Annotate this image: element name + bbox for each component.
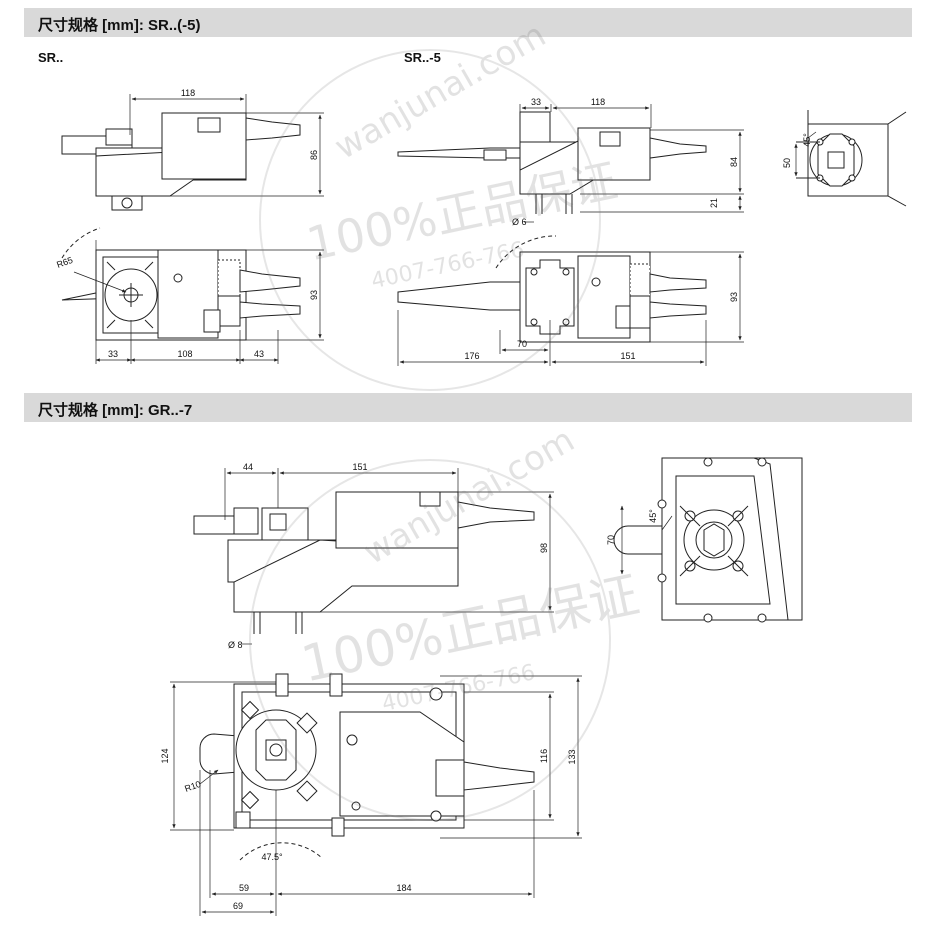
sr5-side-view bbox=[397, 111, 707, 214]
section-title-sr: 尺寸规格 [mm]: SR..(-5) bbox=[38, 17, 201, 34]
sr5-clamp-view bbox=[796, 110, 907, 207]
section-header-gr: 尺寸规格 [mm]: GR..-7 bbox=[24, 393, 912, 422]
gr-side-view bbox=[193, 491, 535, 634]
section-header-sr: 尺寸规格 [mm]: SR..(-5) bbox=[24, 8, 912, 37]
watermark-text-3: wanjunai.com bbox=[328, 15, 553, 168]
sr5-bottom-depth: 93 bbox=[729, 292, 739, 302]
sr-top-view bbox=[61, 227, 301, 341]
sr-top-width: 118 bbox=[181, 88, 195, 98]
gr-side-dims bbox=[224, 468, 554, 645]
section-title-gr: 尺寸规格 [mm]: GR..-7 bbox=[38, 402, 193, 419]
sr5-top-width: 118 bbox=[591, 97, 605, 107]
sr5-top-dims bbox=[397, 251, 744, 366]
sr5-shaft-height: 21 bbox=[709, 198, 719, 208]
sr5-top-left: 33 bbox=[531, 97, 541, 107]
gr-bottom-right: 184 bbox=[396, 883, 411, 893]
sr-side-dims bbox=[129, 94, 324, 197]
sr-height: 86 bbox=[309, 150, 319, 160]
sr-top-dims bbox=[73, 240, 324, 364]
sr5-height: 84 bbox=[729, 157, 739, 167]
gr-angle: 47.5° bbox=[261, 852, 283, 862]
gr-top-left: 44 bbox=[243, 462, 253, 472]
sr-bottom-depth: 93 bbox=[309, 290, 319, 300]
gr-bottom-left-inner: 59 bbox=[239, 883, 249, 893]
gr-top-view bbox=[199, 673, 535, 861]
sr5-left-length: 176 bbox=[464, 351, 479, 361]
gr-clamp-size: 70 bbox=[606, 535, 616, 545]
sr5-mid-length: 70 bbox=[517, 339, 527, 349]
gr-radius: R10 bbox=[183, 779, 202, 794]
sr5-right-length: 151 bbox=[620, 351, 635, 361]
sr5-clamp-size: 50 bbox=[782, 158, 792, 168]
sr-label: SR.. bbox=[38, 50, 64, 65]
gr-clamp-view bbox=[613, 457, 803, 623]
sr5-clamp-angle: 45° bbox=[802, 133, 812, 147]
gr-depth-inner: 116 bbox=[539, 749, 549, 763]
sr-right-length: 43 bbox=[254, 349, 264, 359]
sr5-side-dims bbox=[519, 104, 744, 223]
gr-height: 98 bbox=[539, 543, 549, 553]
sr-radius: R65 bbox=[55, 255, 74, 270]
gr-clamp-angle: 45° bbox=[648, 509, 658, 523]
gr-top-width: 151 bbox=[352, 462, 367, 472]
gr-top-dims bbox=[170, 675, 582, 916]
sr5-top-view bbox=[397, 235, 707, 343]
gr-bottom-left-outer: 69 bbox=[233, 901, 243, 911]
gr-clamp-dims bbox=[620, 505, 673, 575]
sr5-pin-dia: Ø 6 bbox=[512, 217, 527, 227]
gr-pin-dia: Ø 8 bbox=[228, 640, 243, 650]
sr-side-view bbox=[61, 112, 301, 211]
gr-depth-outer: 124 bbox=[160, 748, 170, 763]
sr5-label: SR..-5 bbox=[404, 50, 441, 65]
sr-left-offset: 33 bbox=[108, 349, 118, 359]
sr-mid-length: 108 bbox=[177, 349, 192, 359]
gr-depth-total: 133 bbox=[567, 749, 577, 764]
sr5-clamp-dims bbox=[794, 128, 817, 177]
